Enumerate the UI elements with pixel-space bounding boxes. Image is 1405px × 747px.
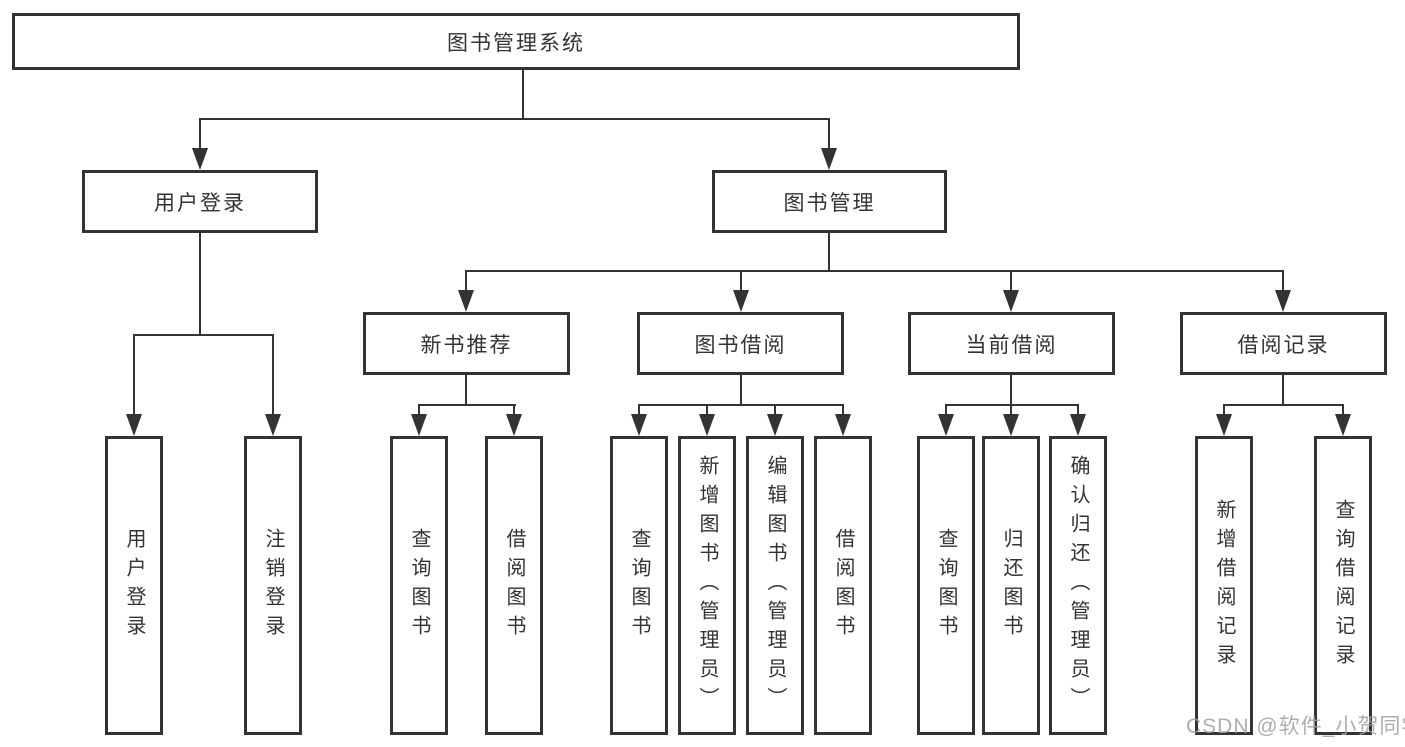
- node-new-book-rec-label: 新书推荐: [420, 333, 513, 357]
- node-book-mgmt: 图书管理: [712, 170, 947, 233]
- connector-line: [1010, 270, 1012, 292]
- arrow-down-icon: [1070, 414, 1086, 436]
- node-borrow-records-label: 借阅记录: [1237, 333, 1330, 357]
- connector-line: [1077, 404, 1079, 416]
- leaf-br-add-record-label: 新增借阅记录: [1213, 498, 1235, 673]
- connector-line: [133, 334, 274, 336]
- arrow-down-icon: [411, 414, 427, 436]
- connector-line: [465, 270, 467, 292]
- arrow-down-icon: [506, 414, 522, 436]
- node-root-label: 图书管理系统: [447, 31, 585, 55]
- connector-line: [1223, 404, 1344, 406]
- leaf-user-login: 用户登录: [105, 436, 163, 735]
- node-current-borrow-label: 当前借阅: [965, 333, 1058, 357]
- arrow-down-icon: [192, 148, 208, 170]
- leaf-bb-add-book-label: 新增图书（管理员）: [696, 455, 718, 716]
- node-book-borrow-label: 图书借阅: [694, 333, 787, 357]
- leaf-cb-return-book: 归还图书: [982, 436, 1040, 735]
- connector-line: [706, 404, 708, 416]
- leaf-nbr-borrow-book: 借阅图书: [485, 436, 543, 735]
- connector-line: [418, 404, 420, 416]
- arrow-down-icon: [733, 290, 749, 312]
- connector-line: [465, 375, 467, 406]
- connector-line: [1282, 375, 1284, 406]
- leaf-logout-login: 注销登录: [244, 436, 302, 735]
- connector-line: [828, 118, 830, 150]
- connector-line: [272, 334, 274, 416]
- connector-line: [740, 375, 742, 406]
- connector-line: [842, 404, 844, 416]
- arrow-down-icon: [1275, 290, 1291, 312]
- leaf-cb-confirm-return: 确认归还（管理员）: [1049, 436, 1107, 735]
- node-user-login: 用户登录: [82, 170, 318, 233]
- connector-line: [1282, 270, 1284, 292]
- arrow-down-icon: [126, 414, 142, 436]
- connector-line: [1010, 404, 1012, 416]
- connector-line: [945, 404, 1079, 406]
- csdn-watermark: CSDN @软件_小贺同学: [1186, 715, 1405, 738]
- connector-line: [522, 70, 524, 119]
- arrow-down-icon: [1335, 414, 1351, 436]
- leaf-bb-query-book: 查询图书: [610, 436, 668, 735]
- connector-line: [945, 404, 947, 416]
- arrow-down-icon: [767, 414, 783, 436]
- leaf-bb-add-book: 新增图书（管理员）: [678, 436, 736, 735]
- leaf-logout-login-label: 注销登录: [262, 527, 284, 644]
- connector-line: [418, 404, 516, 406]
- leaf-bb-borrow-book-label: 借阅图书: [832, 527, 854, 644]
- leaf-user-login-label: 用户登录: [123, 527, 145, 644]
- leaf-cb-query-book: 查询图书: [917, 436, 975, 735]
- node-user-login-label: 用户登录: [154, 191, 246, 215]
- leaf-br-query-record: 查询借阅记录: [1314, 436, 1372, 735]
- arrow-down-icon: [265, 414, 281, 436]
- arrow-down-icon: [1003, 414, 1019, 436]
- arrow-down-icon: [1003, 290, 1019, 312]
- leaf-bb-edit-book-label: 编辑图书（管理员）: [764, 455, 786, 716]
- connector-line: [1010, 375, 1012, 406]
- leaf-cb-query-book-label: 查询图书: [935, 527, 957, 644]
- node-book-mgmt-label: 图书管理: [783, 191, 876, 215]
- arrow-down-icon: [821, 148, 837, 170]
- leaf-bb-edit-book: 编辑图书（管理员）: [746, 436, 804, 735]
- leaf-bb-borrow-book: 借阅图书: [814, 436, 872, 735]
- connector-line: [1342, 404, 1344, 416]
- arrow-down-icon: [938, 414, 954, 436]
- connector-line: [740, 270, 742, 292]
- node-book-borrow: 图书借阅: [637, 312, 844, 375]
- leaf-nbr-borrow-book-label: 借阅图书: [503, 527, 525, 644]
- leaf-nbr-query-book-label: 查询图书: [408, 527, 430, 644]
- connector-line: [199, 118, 201, 150]
- leaf-cb-confirm-return-label: 确认归还（管理员）: [1067, 455, 1089, 716]
- arrow-down-icon: [631, 414, 647, 436]
- arrow-down-icon: [1216, 414, 1232, 436]
- leaf-br-query-record-label: 查询借阅记录: [1332, 498, 1354, 673]
- connector-line: [1223, 404, 1225, 416]
- connector-line: [828, 233, 830, 272]
- node-root: 图书管理系统: [12, 13, 1020, 70]
- connector-line: [199, 233, 201, 335]
- arrow-down-icon: [699, 414, 715, 436]
- connector-line: [774, 404, 776, 416]
- node-new-book-rec: 新书推荐: [363, 312, 570, 375]
- connector-line: [513, 404, 515, 416]
- arrow-down-icon: [458, 290, 474, 312]
- leaf-bb-query-book-label: 查询图书: [628, 527, 650, 644]
- connector-line: [199, 118, 830, 120]
- node-current-borrow: 当前借阅: [908, 312, 1115, 375]
- leaf-br-add-record: 新增借阅记录: [1195, 436, 1253, 735]
- leaf-nbr-query-book: 查询图书: [390, 436, 448, 735]
- connector-line: [465, 270, 1284, 272]
- arrow-down-icon: [835, 414, 851, 436]
- connector-line: [133, 334, 135, 416]
- leaf-cb-return-book-label: 归还图书: [1000, 527, 1022, 644]
- node-borrow-records: 借阅记录: [1180, 312, 1387, 375]
- connector-line: [638, 404, 640, 416]
- connector-line: [638, 404, 844, 406]
